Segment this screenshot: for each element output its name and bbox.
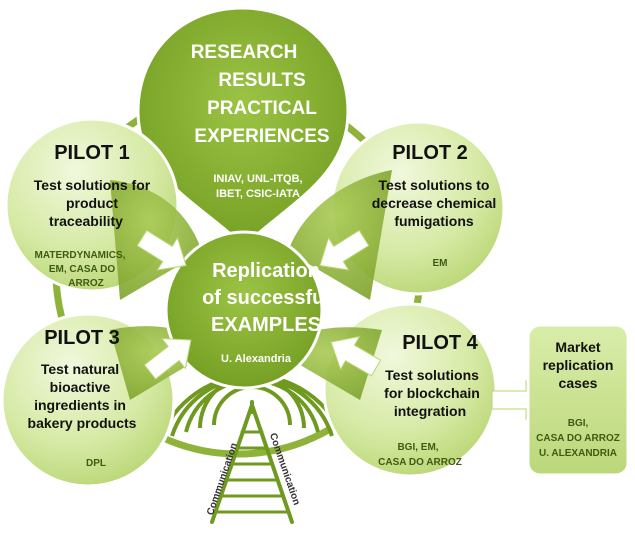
- pilot-4-desc-line-1: Test solutions: [385, 367, 479, 383]
- research-title-line-1: RESEARCH: [191, 42, 298, 63]
- research-partners-line-1: INIAV, UNL-ITQB,: [213, 173, 302, 185]
- center-node: [164, 230, 324, 390]
- pilot-4-desc-line-2: for blockchain: [384, 385, 480, 401]
- pilot-2-node: [288, 120, 506, 300]
- pilot-3-desc-line-4: bakery products: [28, 415, 137, 431]
- market-partners-line-2: CASA DO ARROZ: [536, 433, 620, 444]
- pilot-1-partners-line-2: EM, CASA DO: [49, 264, 116, 275]
- pilot-4-desc-line-3: integration: [394, 403, 466, 419]
- market-partners-line-1: BGI,: [568, 418, 589, 429]
- market-box: [526, 323, 630, 477]
- pilot-3-title: PILOT 3: [44, 327, 120, 349]
- communication-tower-icon: [210, 400, 294, 524]
- center-title-line-2: of successful: [202, 287, 330, 309]
- pilot-3-partners-line-1: DPL: [86, 458, 106, 469]
- pilot-2-partners-line-1: EM: [433, 258, 448, 269]
- pilot-3-desc-line-1: Test natural: [41, 361, 119, 377]
- research-title-line-2: RESULTS: [218, 70, 305, 91]
- pilot-1-desc-line-3: traceability: [49, 213, 123, 229]
- pilot-3-desc-line-2: bioactive: [50, 379, 111, 395]
- pilot-2-title: PILOT 2: [392, 142, 468, 164]
- market-title-line-3: cases: [559, 375, 598, 391]
- pilot-4-partners-line-1: BGI, EM,: [397, 442, 438, 453]
- arrow-pilot-3: [143, 338, 192, 380]
- pilot-1-partners-line-3: ARROZ: [68, 278, 104, 289]
- pilot-2-desc-line-1: Test solutions to: [379, 177, 490, 193]
- pilot-1-partners-line-1: MATERDYNAMICS,: [35, 250, 126, 261]
- market-title-line-1: Market: [555, 339, 600, 355]
- arrow-pilot-2: [319, 229, 370, 271]
- center-partner: U. Alexandria: [221, 353, 292, 365]
- research-title-line-4: EXPERIENCES: [194, 126, 329, 147]
- pilot-3-desc-line-3: ingredients in: [34, 397, 126, 413]
- pilot-1-desc-line-1: Test solutions for: [34, 177, 151, 193]
- market-partners-line-3: U. ALEXANDRIA: [539, 448, 617, 459]
- pilot-4-title: PILOT 4: [402, 332, 478, 354]
- market-title-line-2: replication: [543, 357, 614, 373]
- pilot-1-desc-line-2: product: [66, 195, 118, 211]
- center-title-line-1: Replication: [212, 260, 320, 282]
- center-title-line-3: EXAMPLES: [211, 314, 321, 336]
- research-title-line-3: PRACTICAL: [207, 98, 317, 119]
- pilot-2-desc-line-2: decrease chemical: [372, 195, 497, 211]
- pilot-1-title: PILOT 1: [54, 142, 130, 164]
- pilot-4-partners-line-2: CASA DO ARROZ: [378, 457, 462, 468]
- pilot-2-desc-line-3: fumigations: [394, 213, 474, 229]
- research-partners-line-2: IBET, CSIC-IATA: [216, 188, 300, 200]
- arrow-pilot-1: [136, 229, 187, 271]
- arrow-pilot-4: [330, 335, 382, 377]
